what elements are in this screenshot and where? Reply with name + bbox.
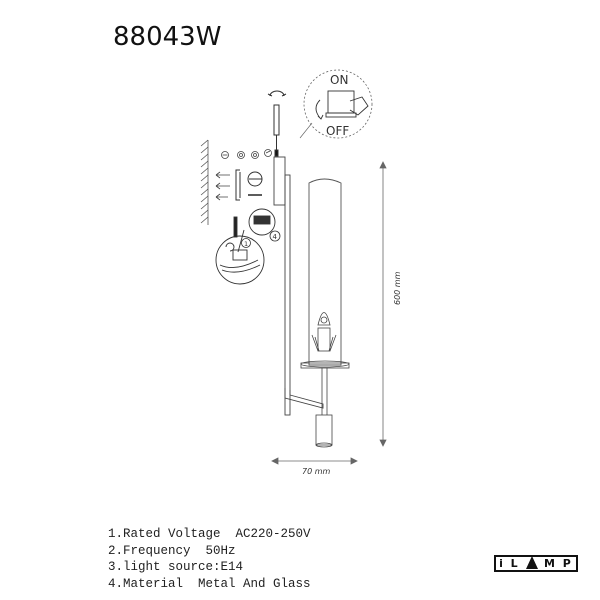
logo-text-right: M P [544, 557, 573, 570]
specifications-list: 1.Rated Voltage AC220-250V 2.Frequency 5… [108, 526, 311, 592]
switch-off-label: OFF [326, 124, 349, 138]
wall-hatching [200, 139, 209, 225]
lamp-arm [284, 388, 324, 409]
step-4-number: 4 [273, 233, 278, 241]
product-model-title: 88043W [113, 22, 222, 52]
glass-shade [308, 178, 342, 366]
height-dimension-label: 600 mm [393, 271, 402, 305]
step-4-badge [269, 230, 281, 242]
height-dimension [379, 161, 387, 447]
spec-frequency: 2.Frequency 50Hz [108, 543, 236, 558]
step-1-number: 1 [244, 240, 248, 248]
base-plate [300, 360, 350, 448]
candle-bulb [311, 312, 337, 352]
terminal-detail-circle [237, 208, 276, 253]
spec-light-source: 3.light source:E14 [108, 560, 244, 574]
width-dimension-label: 70 mm [302, 467, 331, 476]
mounting-arrows [215, 171, 230, 201]
screw-icons [221, 149, 272, 159]
switch-on-label: ON [330, 73, 348, 87]
mounting-bracket [235, 169, 263, 201]
switch-detail-circle [303, 69, 373, 139]
spec-material: 4.Material Metal And Glass [108, 576, 311, 591]
step-1-badge [241, 238, 251, 248]
screwdriver-icon [267, 90, 287, 157]
lamp-triangle-icon [525, 556, 538, 569]
logo-text-left: i L [499, 557, 520, 570]
ilamp-logo: i L M P [494, 555, 578, 572]
switch-illustration [315, 90, 369, 120]
canopy-backplate [273, 156, 291, 416]
wiring-detail-circle [215, 216, 265, 285]
switch-leader-line [299, 122, 313, 139]
spec-voltage: 1.Rated Voltage AC220-250V [108, 527, 311, 541]
width-dimension [271, 457, 358, 465]
